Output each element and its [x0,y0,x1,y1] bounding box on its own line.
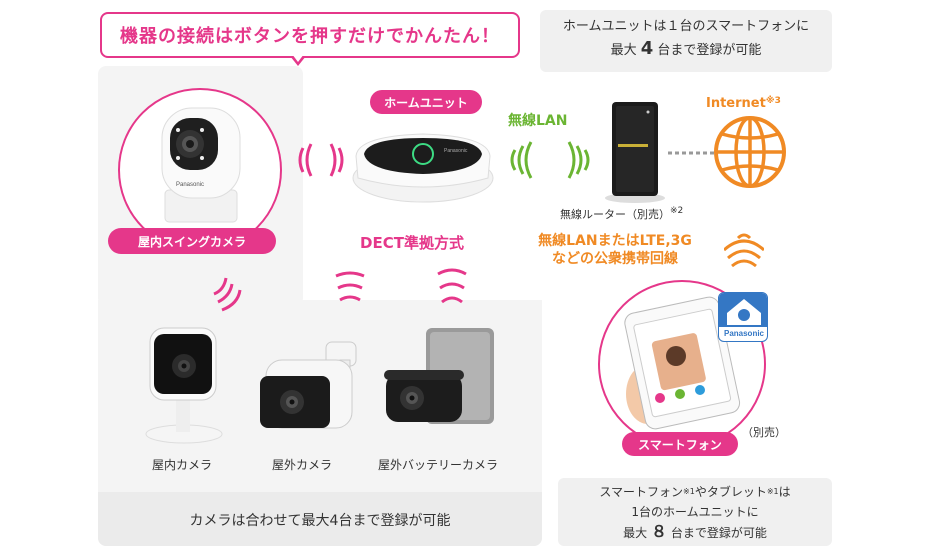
swing-camera-image: Panasonic [161,107,241,223]
camera-label-outdoor: 屋外カメラ [272,458,333,472]
top-note-line2: 最大 4 台まで登録が可能 [610,38,762,59]
connection-line [668,151,718,155]
camera-label-indoor: 屋内カメラ [152,458,213,472]
smartphone-sold-separately: （別売） [742,426,786,439]
bottom-note: スマートフォン※1やタブレット※1は 1台のホームユニットに 最大 ８ 台まで登… [558,482,832,543]
camera-note-strip [98,492,542,546]
bottom-note-line1: スマートフォン※1やタブレット※1は [599,485,791,499]
cellular-signal-icon [724,233,764,268]
wifi-waves-icon [510,141,590,179]
headline-tail [290,54,306,66]
swing-camera-circle: Panasonic [118,88,282,252]
router-label: 無線ルーター（別売）※2 [560,206,684,221]
app-icon-label: Panasonic [723,329,764,338]
swing-camera-brand: Panasonic [176,182,204,188]
internet-label: Internet※3 [706,96,781,111]
app-icon-roof [719,293,767,327]
home-unit-brand: Panasonic [444,148,468,154]
panasonic-app-icon[interactable]: Panasonic [718,292,768,342]
camera2-signal-icon [335,271,365,302]
bottom-note-line3: 最大 ８ 台まで登録が可能 [623,522,767,541]
wireless-lan-label: 無線LAN [508,113,568,129]
outdoor-battery-camera-image [384,328,494,424]
dect-label: DECT準拠方式 [360,234,464,252]
home-unit-image: Panasonic [352,133,494,203]
camera1-signal-icon [213,277,242,312]
home-unit-label: ホームユニット [370,90,482,114]
smartphone-image [624,296,741,430]
camera-note: カメラは合わせて最大4台まで登録が可能 [189,513,451,529]
indoor-camera-image [145,327,223,444]
top-note-line1: ホームユニットは１台のスマートフォンに [562,19,810,34]
signal-waves-icon [298,143,344,177]
camera-label-outdoor-battery: 屋外バッテリーカメラ [378,458,499,472]
router-image [605,102,665,203]
headline: 機器の接続はボタンを押すだけでかんたん！ [100,12,520,58]
network-text: 無線LANまたはLTE,3G などの公衆携帯回線 [538,233,692,267]
bottom-note-panel [558,478,832,546]
outdoor-camera-image [260,341,357,429]
house-icon [727,299,761,325]
camera3-signal-icon [437,268,467,304]
globe-icon [714,116,786,188]
top-note: ホームユニットは１台のスマートフォンに 最大 4 台まで登録が可能 [540,16,832,62]
bottom-note-line2: 1台のホームユニットに [631,505,759,519]
top-note-panel [540,10,832,72]
swing-camera-label: 屋内スイングカメラ [108,228,276,254]
smartphone-label: スマートフォン [622,432,738,456]
